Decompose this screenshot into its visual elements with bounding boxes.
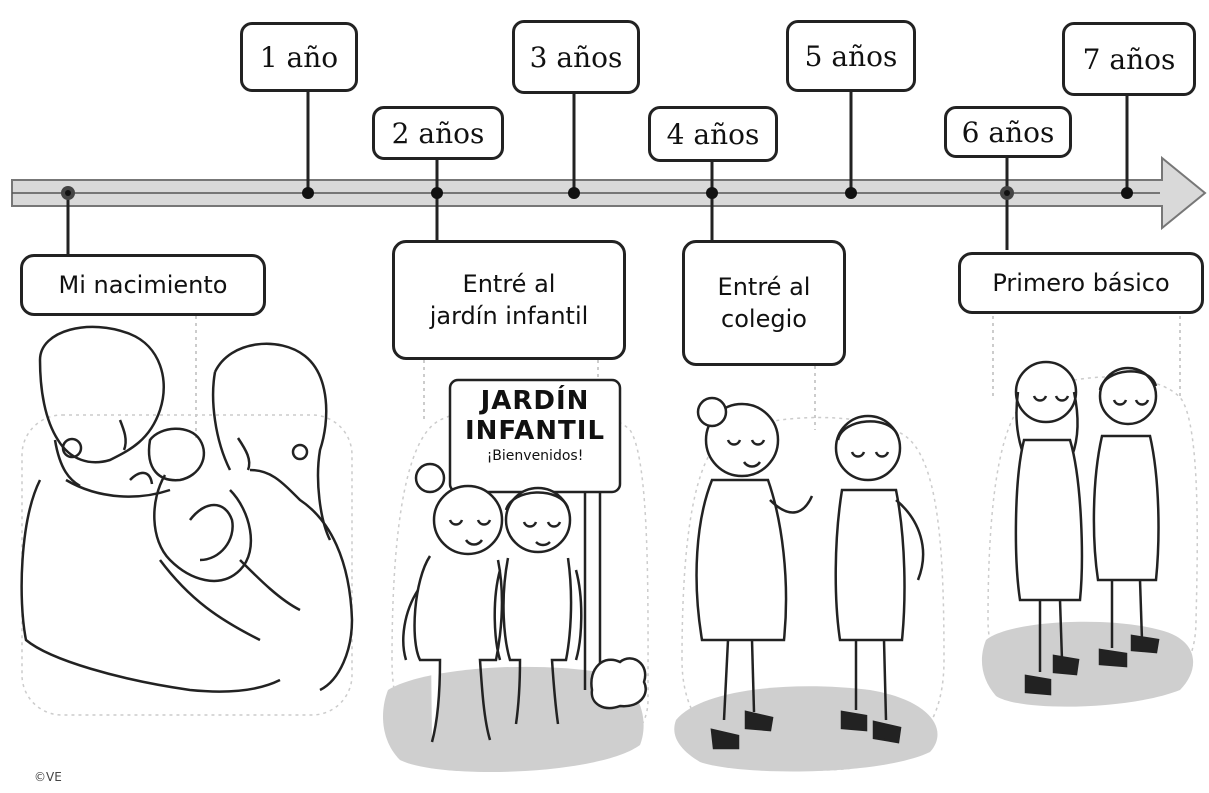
sign-line-1: JARDÍN (480, 386, 590, 416)
year-label-7: 7 años (1062, 22, 1196, 96)
tick-dots (61, 186, 1133, 200)
event-connectors (66, 193, 1009, 256)
image-credit: ©VE (34, 770, 62, 784)
tick-7 (1121, 187, 1133, 199)
tick-2 (431, 187, 443, 199)
event-birth: Mi nacimiento (20, 254, 266, 316)
tick-4 (706, 187, 718, 199)
event-first-grade: Primero básico (958, 252, 1204, 314)
kindergarten-illustration (383, 378, 649, 772)
event-kindergarten-line-2: jardín infantil (429, 302, 589, 330)
sign-line-2: INFANTIL (464, 416, 606, 446)
school-illustration (674, 396, 945, 772)
sign-line-3: ¡Bienvenidos! (486, 448, 584, 464)
tick-1 (302, 187, 314, 199)
year-label-1: 1 año (240, 22, 358, 92)
kindergarten-sign: JARDÍN INFANTIL ¡Bienvenidos! (452, 386, 618, 466)
tick-5 (845, 187, 857, 199)
event-school-line-1: Entré al (717, 272, 811, 301)
tick-3 (568, 187, 580, 199)
year-label-4: 4 años (648, 106, 778, 162)
event-school: Entré al colegio (682, 240, 846, 366)
dotted-guides (195, 316, 1181, 440)
event-kindergarten: Entré al jardín infantil (392, 240, 626, 360)
year-label-3: 3 años (512, 20, 640, 94)
timeline-axis (11, 155, 1207, 231)
event-first-grade-label: Primero básico (992, 268, 1170, 297)
year-label-2: 2 años (372, 106, 504, 160)
event-school-line-2: colegio (721, 305, 807, 333)
event-birth-label: Mi nacimiento (58, 270, 228, 299)
year-label-6: 6 años (944, 106, 1072, 158)
year-label-5: 5 años (786, 20, 916, 92)
event-kindergarten-line-1: Entré al (462, 269, 556, 298)
year-connectors (306, 92, 1129, 193)
first-grade-illustration (981, 360, 1199, 707)
birth-illustration (20, 325, 354, 716)
